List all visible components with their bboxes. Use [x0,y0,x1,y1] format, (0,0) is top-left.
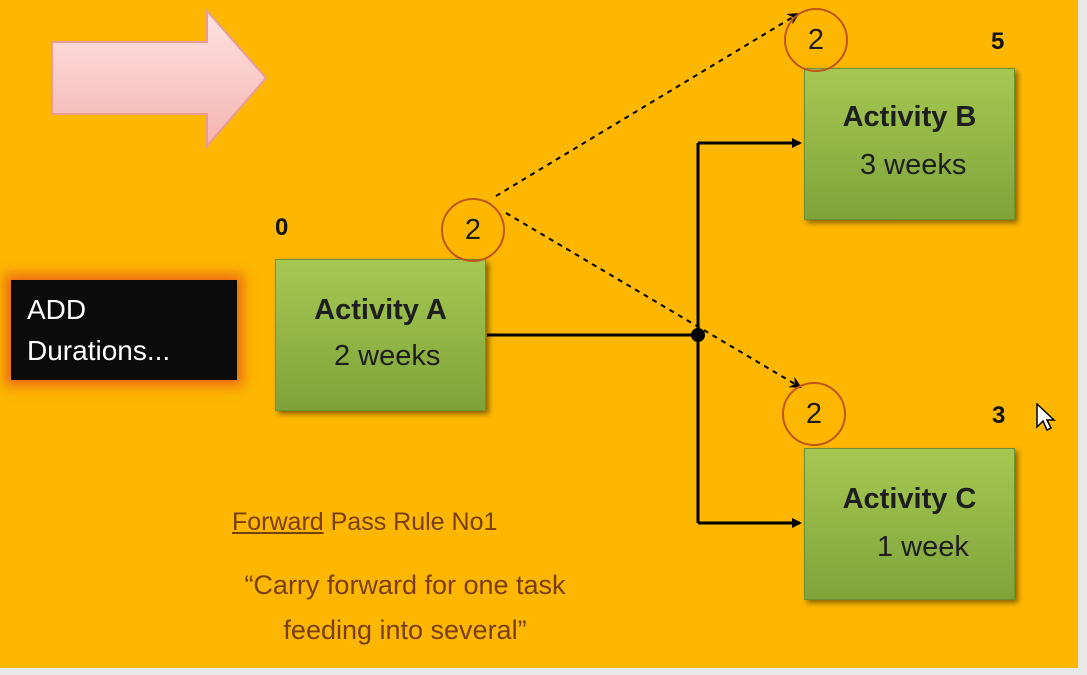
activity-c-duration: 1 week [877,531,969,563]
dashed-arrow-to-c [505,212,802,389]
add-line-2: Durations... [27,335,171,366]
activity-b-start-circle: 2 [784,8,848,72]
add-line-1: ADD [27,294,87,325]
activity-c-title: Activity C [842,483,977,515]
add-durations-box: ADD Durations... [11,280,237,380]
rule-quote-line-2: feeding into several” [283,615,527,645]
activity-c-box: Activity C 1 week [804,448,1015,600]
rule-quote-line-1: “Carry forward for one task [244,570,566,600]
early-start-b: 5 [991,28,1005,55]
activity-a-box: Activity A 2 weeks [275,259,486,411]
window-edge-bottom [0,668,1087,675]
rule-title: Forward Pass Rule No1 [232,508,497,537]
early-start-c: 3 [992,402,1006,429]
activity-c-start-circle: 2 [782,382,846,446]
activity-b-title: Activity B [842,101,977,133]
activity-b-duration: 3 weeks [860,149,967,181]
mouse-cursor-icon [1036,403,1056,432]
activity-a-finish-circle: 2 [441,198,505,262]
activity-a-title: Activity A [314,294,447,326]
early-start-a: 0 [275,214,289,241]
activity-a-duration: 2 weeks [334,340,441,372]
activity-b-box: Activity B 3 weeks [804,68,1015,220]
junction-dot [691,328,705,342]
rule-keyword: Forward [232,508,324,536]
window-edge-right [1078,0,1087,675]
dashed-arrow-to-b [495,12,800,197]
decorative-arrow-icon [51,8,268,149]
rule-rest: Pass Rule No1 [323,508,498,536]
